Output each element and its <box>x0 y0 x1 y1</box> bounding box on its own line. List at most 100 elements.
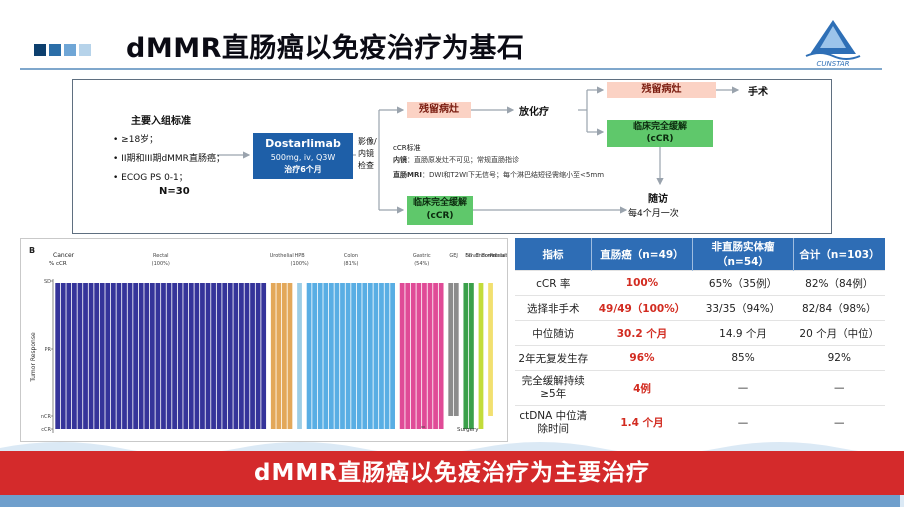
surgery-label: 手术 <box>748 87 768 98</box>
ccr-top-line1: 临床完全缓解 <box>632 122 687 132</box>
table-row: cCR 率 100% 65%（35例） 82%（84例） <box>515 270 885 296</box>
waterfall-bar <box>379 283 384 429</box>
waterfall-bar <box>205 283 211 429</box>
waterfall-bar <box>116 283 122 429</box>
ccr-bottom-line2: (cCR) <box>426 211 454 221</box>
panel-label: B <box>29 246 35 255</box>
residual-lesion-box-1: 残留病灶 <box>407 102 471 118</box>
row-total: 82%（84例） <box>793 270 885 296</box>
ccr-criteria-endoscopy-label: 内镜 <box>393 156 407 164</box>
group-label: Colon <box>344 253 358 259</box>
col-header-metric: 指标 <box>515 238 592 271</box>
waterfall-bar <box>233 283 239 429</box>
row-other: 33/35（94%） <box>692 295 794 321</box>
drug-name: Dostarlimab <box>265 137 341 150</box>
criteria-item-3: • ECOG PS 0-1； <box>113 173 188 183</box>
residual-lesion-box-2: 残留病灶 <box>607 82 716 98</box>
group-ccr-pct: (100%) <box>152 261 170 267</box>
waterfall-bar <box>270 283 276 429</box>
title-decoration <box>34 44 91 56</box>
table-row: 选择非手术 49/49（100%） 33/35（94%） 82/84（98%） <box>515 295 885 321</box>
waterfall-bar <box>276 283 282 429</box>
col-header-nonrectal: 非直肠实体瘤（n=54） <box>692 238 794 271</box>
row-label: 中位随访 <box>515 320 592 346</box>
waterfall-bar <box>222 283 228 429</box>
group-label: HPB <box>295 253 306 259</box>
row-other: 65%（35例） <box>692 270 794 296</box>
logo-text: CUNSTAR <box>817 60 850 68</box>
waterfall-bar <box>149 283 155 429</box>
followup-frequency: 每4个月一次 <box>628 209 679 219</box>
ccr-bottom-line1: 临床完全缓解 <box>412 198 467 208</box>
followup-label: 随访 <box>648 194 668 205</box>
cancer-label: Cancer <box>53 252 75 259</box>
group-ccr-pct: (100%) <box>291 261 309 267</box>
waterfall-bar <box>427 283 433 429</box>
row-total: — <box>793 405 885 440</box>
group-label: Endometrial <box>475 253 505 259</box>
waterfall-bar <box>287 283 293 429</box>
waterfall-bar <box>138 283 144 429</box>
title-underline <box>20 68 882 70</box>
group-label: Rectal <box>153 253 169 259</box>
waterfall-bar <box>282 283 287 429</box>
waterfall-bar <box>317 283 323 429</box>
waterfall-bar <box>345 283 351 429</box>
waterfall-bar <box>373 283 379 429</box>
waterfall-bar <box>66 283 72 429</box>
waterfall-bar <box>362 283 368 429</box>
waterfall-bar <box>488 283 493 416</box>
row-rectal: 100% <box>591 270 693 296</box>
assessment-label: 影像/ 内镜 检查 <box>358 136 377 172</box>
waterfall-bar <box>261 283 267 429</box>
y-tick-label: PR <box>45 347 52 353</box>
row-label: 2年无复发生存 <box>515 345 592 371</box>
waterfall-bar <box>405 283 411 429</box>
row-total: 82/84（98%） <box>793 295 885 321</box>
waterfall-bar <box>328 283 334 429</box>
waterfall-bar <box>367 283 373 429</box>
waterfall-bar <box>83 283 88 429</box>
waterfall-bar <box>433 283 438 429</box>
waterfall-bar <box>438 283 444 429</box>
row-rectal: 96% <box>591 345 693 371</box>
waterfall-bar <box>384 283 390 429</box>
surgery-legend: Surgery <box>457 427 479 433</box>
waterfall-bar <box>340 283 345 429</box>
waterfall-bar <box>110 283 116 429</box>
row-rectal: 30.2 个月 <box>591 320 693 346</box>
criteria-item-2: • II期和III期dMMR直肠癌； <box>113 154 225 164</box>
col-header-rectal: 直肠癌（n=49） <box>591 238 693 271</box>
ccr-box-bottom: 临床完全缓解 (cCR) <box>407 196 473 225</box>
assess-line-2: 内镜 <box>358 149 374 158</box>
waterfall-bar <box>478 283 484 429</box>
table-row: ctDNA 中位清除时间 1.4 个月 — — <box>515 405 885 440</box>
row-other: — <box>692 405 794 440</box>
row-label: 完全缓解持续≥5年 <box>515 370 592 406</box>
waterfall-bar <box>194 283 200 429</box>
table-row: 中位随访 30.2 个月 14.9 个月 20 个月（中位） <box>515 320 885 346</box>
col-header-total: 合计（n=103） <box>793 238 885 271</box>
waterfall-bar <box>390 283 395 429</box>
waterfall-bar <box>448 283 454 416</box>
waterfall-bar <box>356 283 362 429</box>
criteria-item-1: • ≥18岁； <box>113 135 159 145</box>
ccr-box-top: 临床完全缓解 (cCR) <box>607 120 713 147</box>
waterfall-bar <box>105 283 111 429</box>
waterfall-bar <box>250 283 255 429</box>
group-label: Gastric <box>413 253 431 259</box>
waterfall-bar <box>239 283 244 429</box>
waterfall-bar <box>211 283 216 429</box>
table-row: 完全缓解持续≥5年 4例 — — <box>515 370 885 406</box>
waterfall-bar <box>334 283 340 429</box>
logo-icon: CUNSTAR <box>805 20 861 68</box>
waterfall-bar <box>463 283 469 429</box>
criteria-title: 主要入组标准 <box>131 116 191 127</box>
waterfall-bar <box>453 283 459 416</box>
row-label: ctDNA 中位清除时间 <box>515 405 592 440</box>
row-total: — <box>793 370 885 406</box>
row-total: 92% <box>793 345 885 371</box>
bottom-banner <box>0 451 904 495</box>
